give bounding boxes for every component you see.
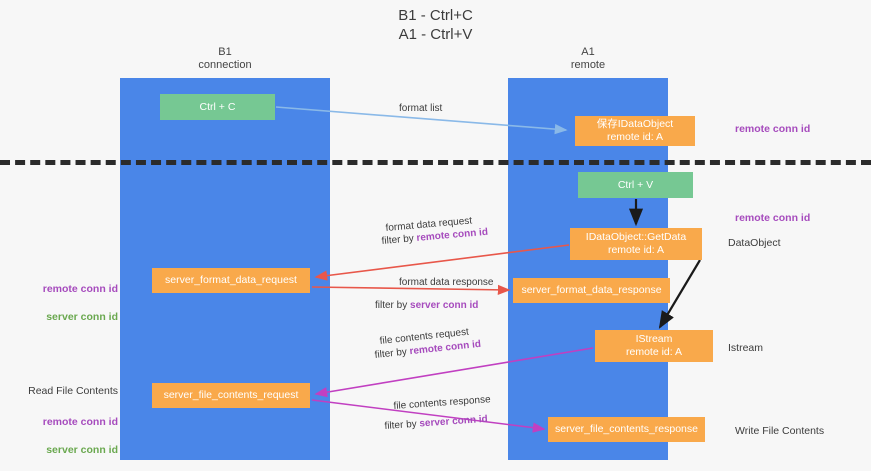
- annotation-remote-conn-id: remote conn id: [42, 416, 118, 428]
- node-idataobject-getdata[interactable]: IDataObject::GetData remote id: A: [570, 228, 702, 260]
- node-save-idataobject[interactable]: 保存IDataObject remote id: A: [575, 116, 695, 146]
- edge-label-file-contents-response-filter: filter by server conn id: [384, 412, 488, 434]
- annotation-remote-conn-id-mid: remote conn id: [735, 212, 811, 224]
- filter-prefix: filter by: [381, 232, 418, 247]
- node-server-file-contents-response[interactable]: server_file_contents_response: [548, 417, 705, 442]
- node-server-format-data-response[interactable]: server_format_data_response: [513, 278, 670, 303]
- annotation-dataobject: DataObject: [728, 237, 781, 249]
- annotation-remote-conn-id-top: remote conn id: [735, 123, 811, 135]
- annotation-left-conn-ids-a: remote conn id server conn id: [0, 268, 118, 338]
- edge-label-format-list: format list: [399, 103, 443, 114]
- lane-header-a1: A1 remote: [570, 46, 606, 71]
- filter-prefix: filter by: [375, 300, 411, 311]
- node-server-format-data-request[interactable]: server_format_data_request: [152, 268, 310, 293]
- edge-label-file-contents-response: file contents response: [393, 394, 491, 412]
- annotation-server-conn-id: server conn id: [46, 444, 118, 456]
- annotation-remote-conn-id: remote conn id: [42, 283, 118, 295]
- page-title: B1 - Ctrl+C A1 - Ctrl+V: [398, 7, 473, 43]
- filter-key-server-conn-id: server conn id: [419, 413, 489, 430]
- annotation-istream: Istream: [728, 342, 764, 354]
- annotation-read-file-contents: Read File Contents: [28, 385, 118, 397]
- node-ctrl-v[interactable]: Ctrl + V: [578, 172, 693, 198]
- filter-prefix: filter by: [374, 346, 411, 361]
- node-istream[interactable]: IStream remote id: A: [595, 330, 713, 362]
- annotation-left-conn-ids-b: remote conn id server conn id: [0, 401, 118, 471]
- filter-prefix: filter by: [384, 418, 420, 432]
- lane-header-b1: B1 connection: [198, 46, 252, 71]
- node-ctrl-c[interactable]: Ctrl + C: [160, 94, 275, 120]
- filter-key-server-conn-id: server conn id: [410, 300, 479, 311]
- phase-separator: [0, 160, 871, 165]
- edge-label-format-data-response: format data response: [399, 277, 494, 288]
- node-server-file-contents-request[interactable]: server_file_contents_request: [152, 383, 310, 408]
- edge-label-format-data-response-filter: filter by server conn id: [375, 298, 478, 313]
- annotation-server-conn-id: server conn id: [46, 311, 118, 323]
- filter-key-remote-conn-id: remote conn id: [416, 226, 489, 244]
- annotation-write-file-contents: Write File Contents: [735, 425, 825, 437]
